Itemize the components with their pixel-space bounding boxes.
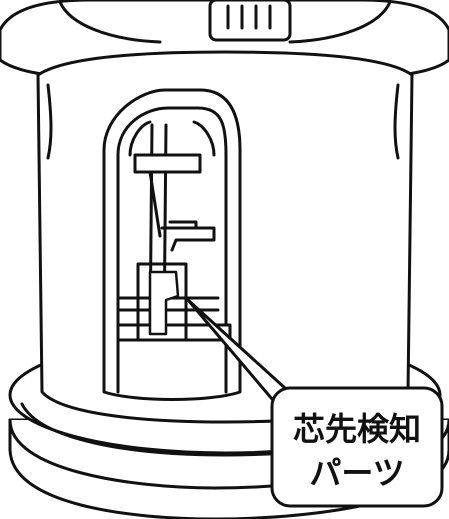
sensor-part-highlight-box (136, 262, 188, 342)
callout-box (270, 386, 444, 508)
callout-label-line2: パーツ (309, 454, 404, 492)
device-window-frame (102, 88, 242, 401)
sensor-part (148, 270, 180, 336)
callout-label-line1: 芯先検知 (293, 410, 421, 448)
